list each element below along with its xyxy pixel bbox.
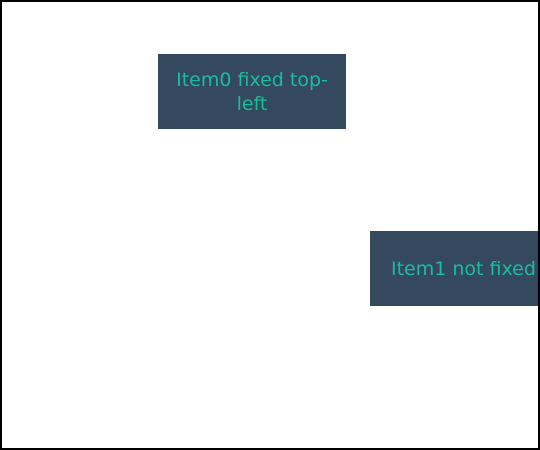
item-0-box: Item0 fixed top-left <box>158 54 346 129</box>
item-1-box: Item1 not fixed <box>370 231 538 306</box>
item-1-label: Item1 not fixed <box>391 257 536 280</box>
item-0-label: Item0 fixed top-left <box>176 68 328 115</box>
